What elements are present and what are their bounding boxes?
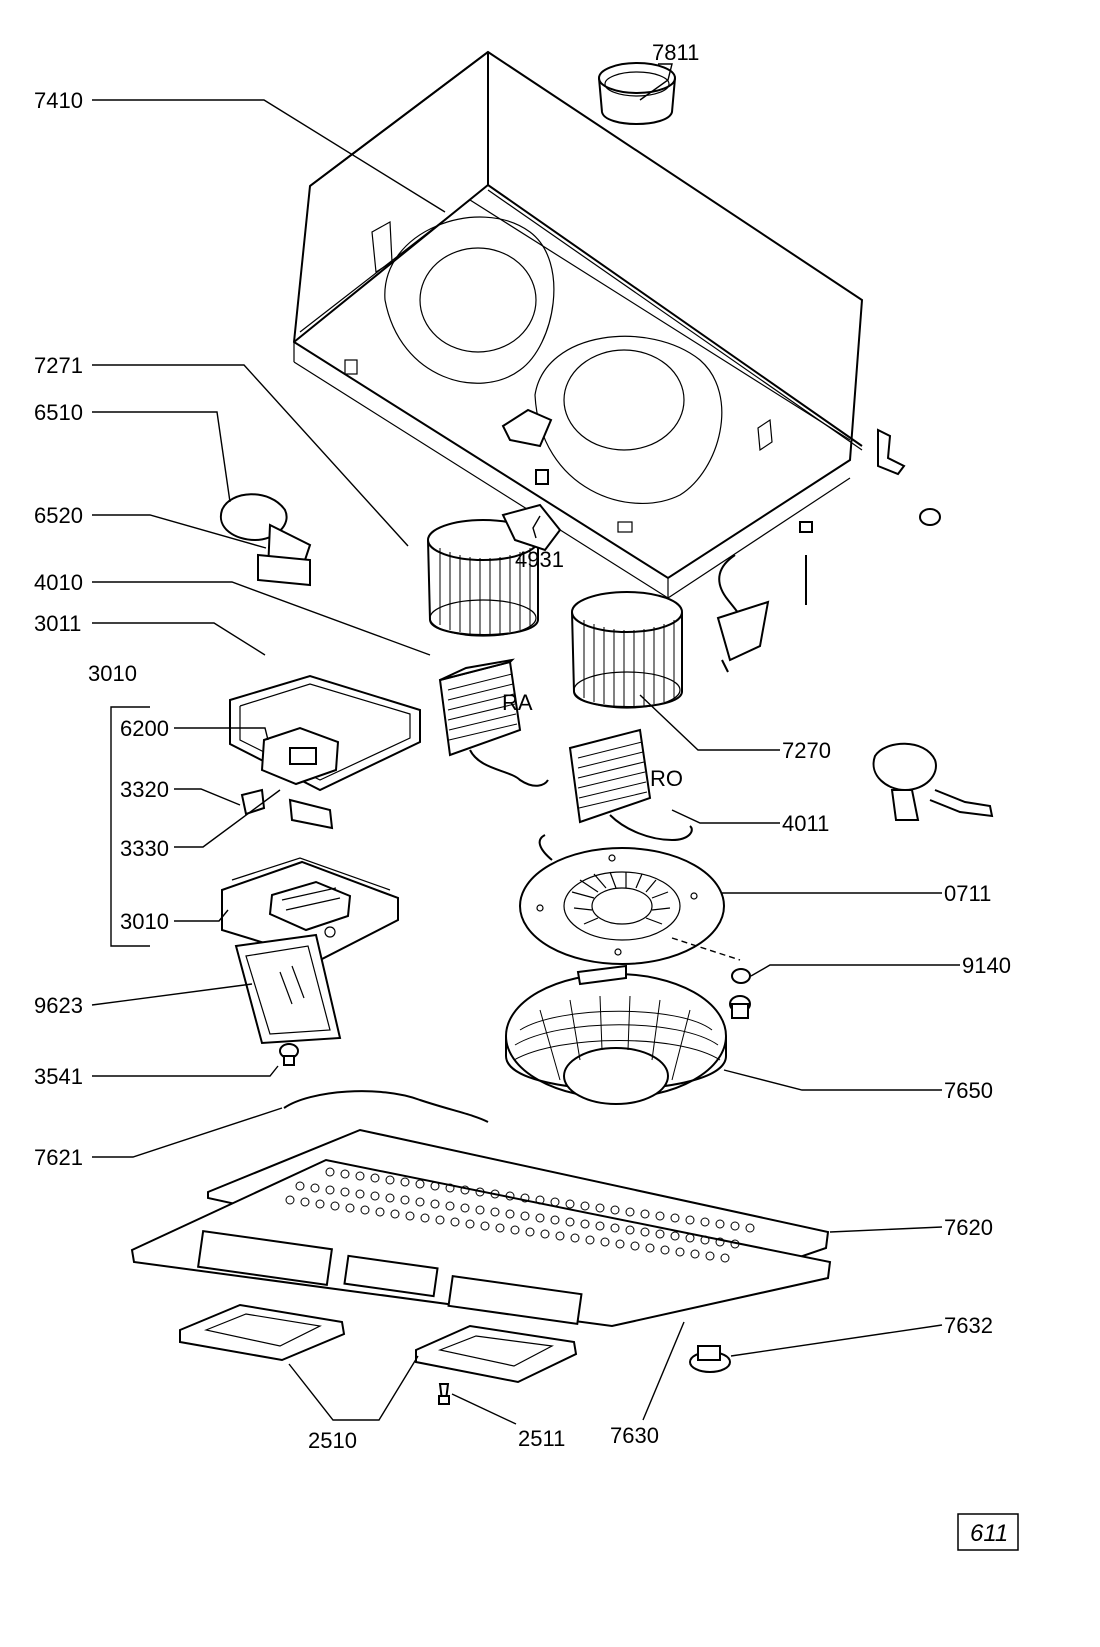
label-7620: 7620: [944, 1215, 993, 1240]
control-box-lower: [221, 857, 399, 962]
knob-7632: [689, 1345, 731, 1373]
exhaust-collar: [598, 62, 676, 125]
label-7270: 7270: [782, 738, 831, 763]
damper-clip: [535, 469, 549, 485]
leader-lines: [91, 63, 960, 1425]
label-4010: 4010: [34, 570, 83, 595]
screw-2511: [438, 1383, 450, 1405]
control-box-upper: [229, 674, 421, 792]
label-6510: 6510: [34, 400, 83, 425]
label-4931: 4931: [515, 547, 564, 572]
filter-bracket-left: [179, 1303, 346, 1362]
clip-3541: [279, 1043, 299, 1066]
lamp-lens: [234, 933, 342, 1045]
motor-ro: [568, 728, 693, 842]
motor-plate: [519, 834, 741, 965]
label-2511: 2511: [518, 1426, 565, 1451]
label-3320: 3320: [120, 777, 169, 802]
round-filter: [505, 964, 727, 1105]
label-6520: 6520: [34, 503, 83, 528]
side-hardware: [716, 428, 941, 673]
label-0711: 0711: [944, 881, 991, 906]
label-ra: RA: [502, 690, 533, 715]
page-number: 611: [970, 1520, 1008, 1547]
blower-wheel-right: [571, 591, 683, 709]
label-3541: 3541: [34, 1064, 83, 1089]
seal-strip: [283, 1090, 489, 1123]
label-9140: 9140: [962, 953, 1011, 978]
clip-3320: [240, 788, 266, 816]
label-7650: 7650: [944, 1078, 993, 1103]
damper-flap: [501, 503, 562, 552]
filter-bracket-right: [415, 1324, 578, 1384]
clip-3330: [288, 798, 334, 830]
page-number-box: 611: [957, 1513, 1019, 1551]
switch-bracket: [872, 742, 994, 821]
part-labels: 7811 7410 7271 6510 6520 4931 4010 3011 …: [34, 40, 1011, 1453]
label-6200: 6200: [120, 716, 169, 741]
label-3330: 3330: [120, 836, 169, 861]
label-7630: 7630: [610, 1423, 659, 1448]
perforation-field: [285, 1167, 755, 1263]
label-4011: 4011: [782, 811, 829, 836]
motor-ra: [438, 658, 549, 787]
lamp-assembly: [219, 493, 312, 587]
label-7811: 7811: [652, 40, 699, 65]
label-ro: RO: [650, 766, 683, 791]
hood-housing: [292, 50, 864, 599]
label-9623: 9623: [34, 993, 83, 1018]
label-7271: 7271: [34, 353, 83, 378]
bottom-panel: [130, 1128, 832, 1328]
grommets: [729, 968, 751, 1019]
label-7632: 7632: [944, 1313, 993, 1338]
label-3010: 3010: [120, 909, 169, 934]
label-3011: 3011: [34, 611, 81, 636]
label-7410: 7410: [34, 88, 83, 113]
label-3010-group: 3010: [88, 661, 137, 686]
label-7621: 7621: [34, 1145, 83, 1170]
label-2510: 2510: [308, 1428, 357, 1453]
